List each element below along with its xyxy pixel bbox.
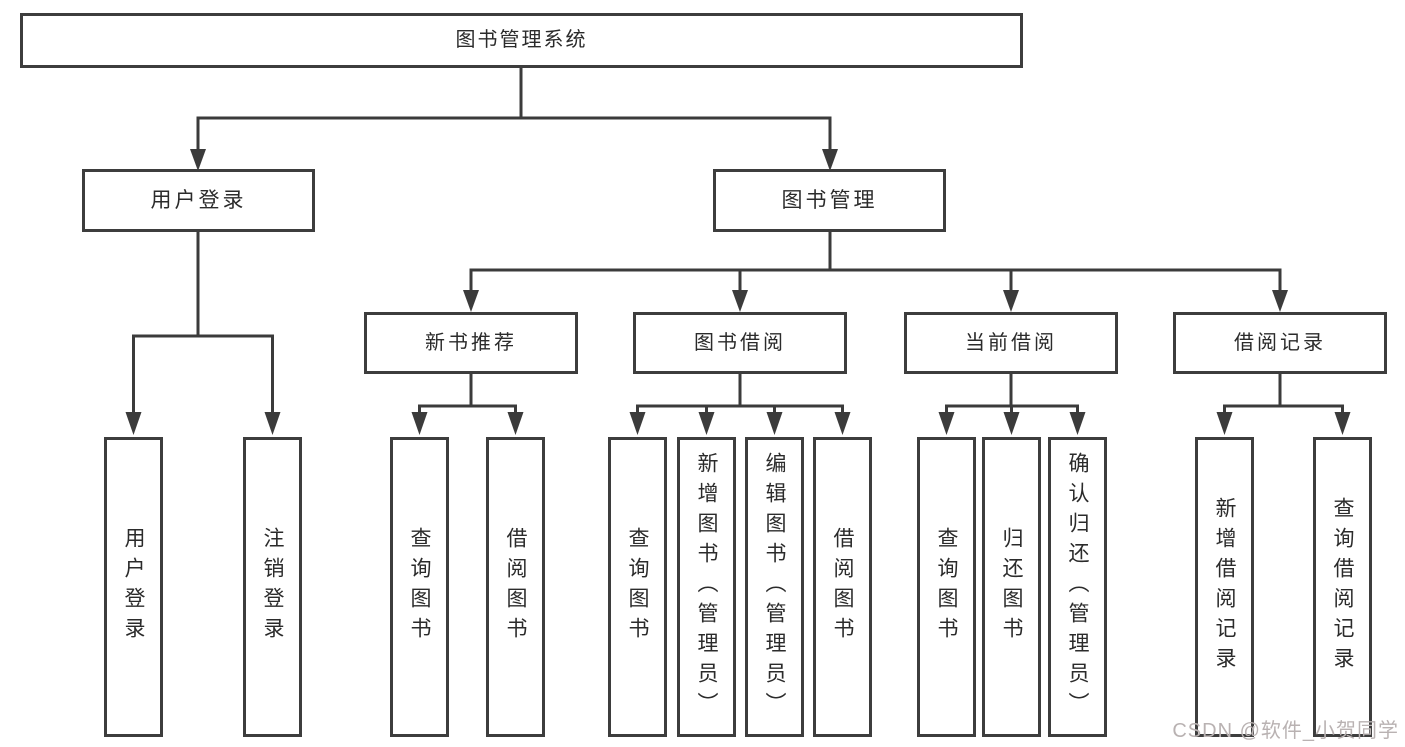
connector-book-management-to-level3	[463, 232, 1288, 312]
csdn-watermark: CSDN @软件_小贺同学	[1172, 720, 1399, 742]
node-book-management: 图书管理	[713, 169, 946, 232]
connector-root-to-level2	[190, 68, 838, 171]
node-new-book-recommend: 新书推荐	[364, 312, 578, 374]
leaf-user-login: 用户登录	[104, 437, 163, 737]
leaf-query-books-recommend: 查询图书	[390, 437, 449, 737]
connector-user-login-to-leaves	[125, 232, 281, 435]
node-root-library-system: 图书管理系统	[20, 13, 1023, 68]
leaf-add-borrow-record: 新增借阅记录	[1195, 437, 1254, 737]
leaf-query-borrow-record: 查询借阅记录	[1313, 437, 1372, 737]
leaf-confirm-return-admin: 确认归还（管理员）	[1048, 437, 1107, 737]
leaf-query-books-current: 查询图书	[917, 437, 976, 737]
leaf-query-books-borrow: 查询图书	[608, 437, 667, 737]
connector-new-book-recommend-to-leaves	[411, 374, 524, 435]
node-user-login: 用户登录	[82, 169, 315, 232]
connector-current-borrow-to-leaves	[938, 374, 1086, 435]
node-book-borrow: 图书借阅	[633, 312, 847, 374]
leaf-borrow-books-recommend: 借阅图书	[486, 437, 545, 737]
connector-book-borrow-to-leaves	[629, 374, 851, 435]
leaf-borrow-books-borrow: 借阅图书	[813, 437, 872, 737]
leaf-edit-books-admin: 编辑图书（管理员）	[745, 437, 804, 737]
leaf-return-books: 归还图书	[982, 437, 1041, 737]
leaf-logout: 注销登录	[243, 437, 302, 737]
leaf-add-books-admin: 新增图书（管理员）	[677, 437, 736, 737]
node-borrow-records: 借阅记录	[1173, 312, 1387, 374]
node-current-borrow: 当前借阅	[904, 312, 1118, 374]
connector-borrow-records-to-leaves	[1216, 374, 1351, 435]
